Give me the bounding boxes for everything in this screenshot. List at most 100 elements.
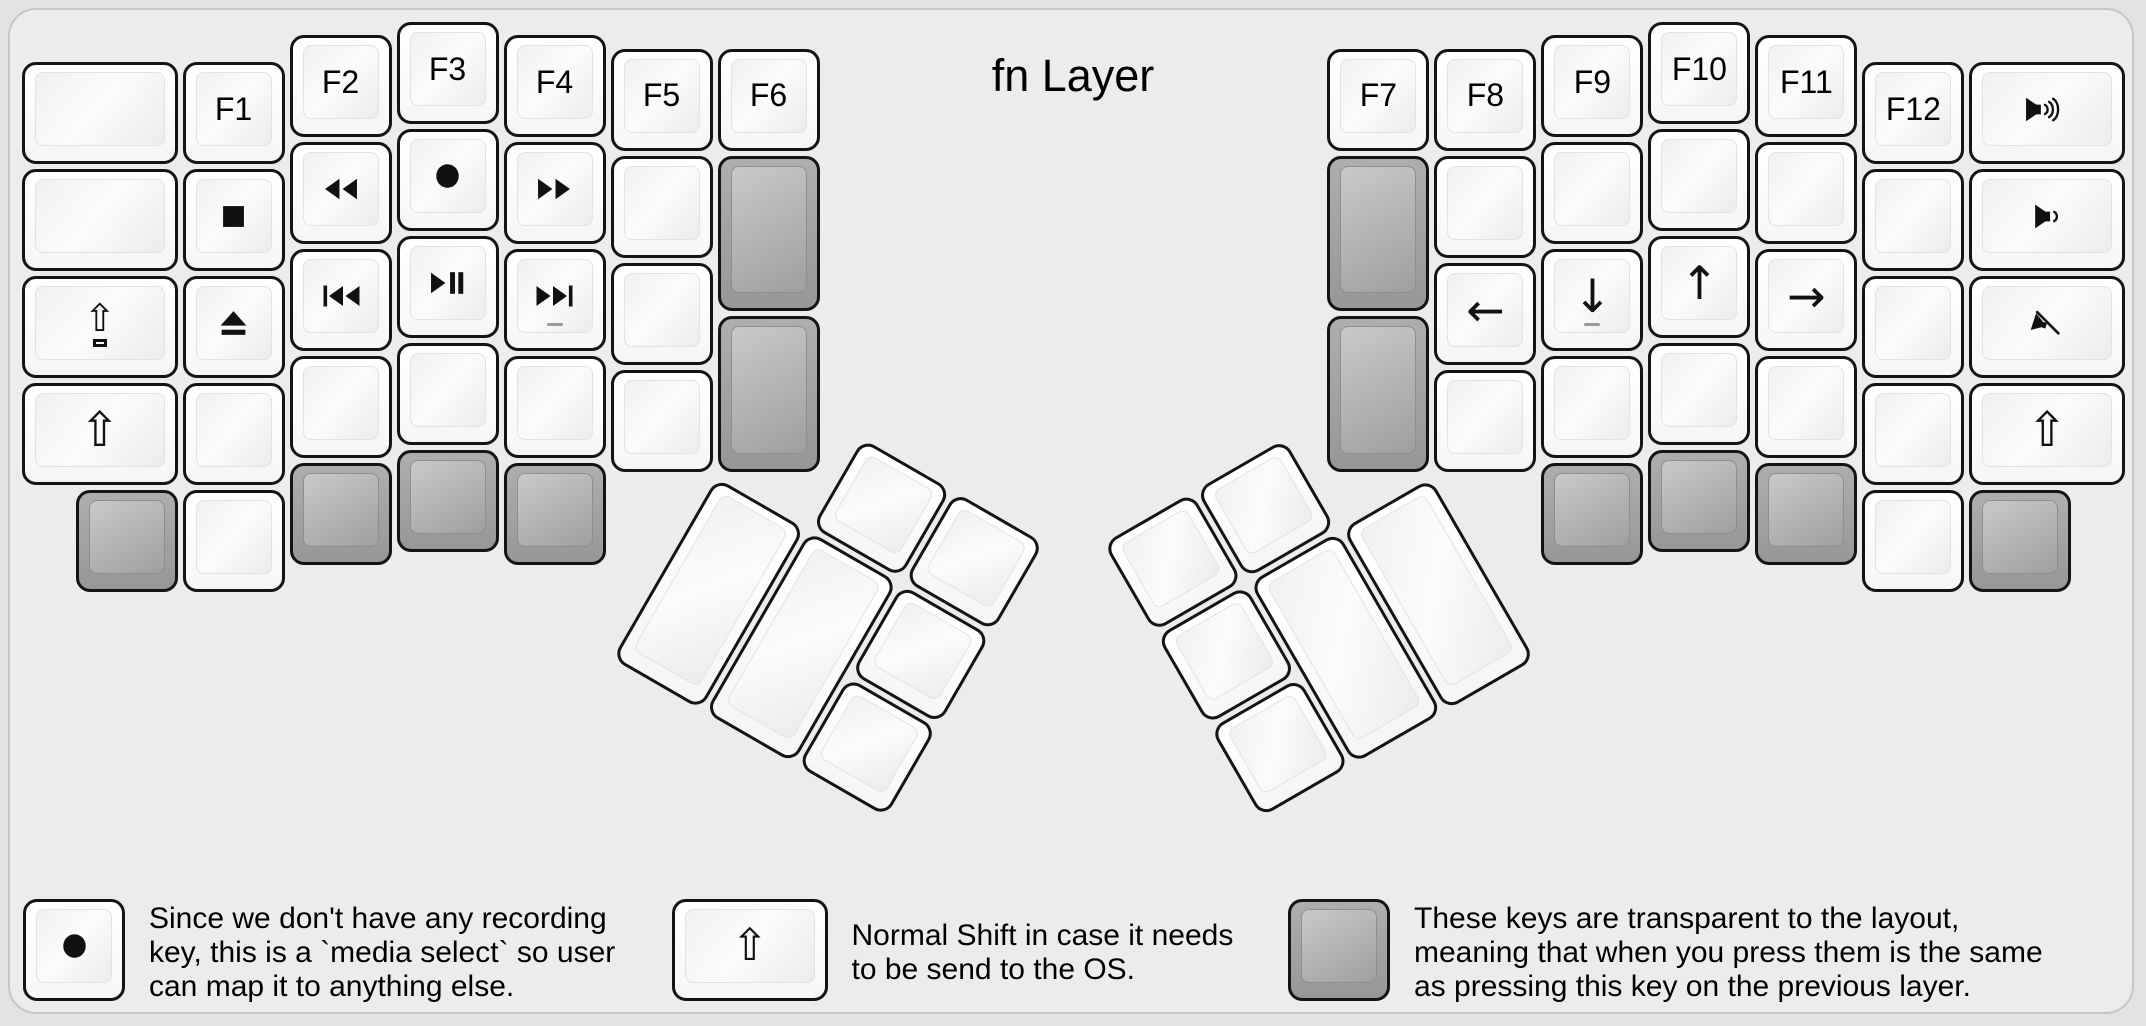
key-f10[interactable]: F10 xyxy=(1648,22,1751,124)
keycap-face: F9 xyxy=(1554,45,1631,120)
key-f4[interactable]: F4 xyxy=(503,35,606,138)
key-capslock[interactable]: ⇧ xyxy=(22,276,178,379)
key-transparent[interactable] xyxy=(1648,450,1751,552)
keycap-face: F12 xyxy=(1875,72,1952,147)
key-arrow-right[interactable]: → xyxy=(1755,249,1858,352)
key-mute[interactable] xyxy=(1969,276,2125,379)
key-blank[interactable] xyxy=(503,356,606,459)
key-arrow-down-glyph: ↓ xyxy=(1573,269,1612,324)
key-blank[interactable] xyxy=(1755,356,1858,459)
key-transparent[interactable] xyxy=(717,316,820,472)
key-f2[interactable]: F2 xyxy=(289,35,392,138)
key-blank[interactable] xyxy=(182,490,285,593)
key-volume-down[interactable] xyxy=(1969,169,2125,272)
key-fast-forward[interactable] xyxy=(503,142,606,245)
key-arrow-up[interactable]: ↑ xyxy=(1648,236,1751,338)
key-blank[interactable] xyxy=(289,356,392,459)
key-f8[interactable]: F8 xyxy=(1434,48,1537,151)
key-transparent[interactable] xyxy=(1327,155,1430,312)
keycap-face xyxy=(1340,165,1417,294)
key-shift-left-glyph: ⇧ xyxy=(79,402,120,459)
keycap-face xyxy=(195,286,272,361)
keycap-face xyxy=(88,500,165,575)
key-f12[interactable]: F12 xyxy=(1862,62,1965,165)
key-f1[interactable]: F1 xyxy=(182,62,285,165)
key-shift-left[interactable]: ⇧ xyxy=(22,383,178,486)
key-play-pause[interactable] xyxy=(396,236,499,338)
key-record[interactable] xyxy=(396,129,499,231)
key-next-track[interactable] xyxy=(503,249,606,352)
key-transparent[interactable] xyxy=(396,450,499,552)
key-blank[interactable] xyxy=(1434,155,1537,258)
keycap-face xyxy=(195,393,272,468)
key-f3[interactable]: F3 xyxy=(396,22,499,124)
key-f11[interactable]: F11 xyxy=(1755,35,1858,138)
keycap-face xyxy=(1982,179,2112,254)
key-blank[interactable] xyxy=(610,369,713,472)
key-shift-right-glyph: ⇧ xyxy=(2027,402,2068,459)
note-key-slot xyxy=(1288,899,1395,1006)
key-blank[interactable] xyxy=(1541,142,1644,245)
key-f5[interactable]: F5 xyxy=(610,48,713,151)
key-blank[interactable] xyxy=(1862,276,1965,379)
key-arrow-left-glyph: ← xyxy=(1466,282,1505,337)
key-volume-up[interactable] xyxy=(1969,62,2125,165)
key-transparent[interactable] xyxy=(289,463,392,566)
key-rewind[interactable] xyxy=(289,142,392,245)
keycap-face: ↓ xyxy=(1554,259,1631,334)
next-track-icon xyxy=(536,283,574,309)
key-blank[interactable] xyxy=(396,343,499,445)
keycap-face: F5 xyxy=(623,58,700,133)
key-blank[interactable] xyxy=(1862,490,1965,593)
stop-icon xyxy=(221,204,246,229)
key-label: F11 xyxy=(1780,63,1833,100)
record-icon xyxy=(61,932,88,960)
key-transparent[interactable] xyxy=(1541,463,1644,566)
key-arrow-down[interactable]: ↓ xyxy=(1541,249,1644,352)
key-arrow-right-glyph: → xyxy=(1787,269,1826,324)
note-transparent-keys: These keys are transparent to the layout… xyxy=(1288,899,2043,1006)
key-blank[interactable] xyxy=(1648,343,1751,445)
key-transparent[interactable] xyxy=(1327,316,1430,472)
key-f6[interactable]: F6 xyxy=(717,48,820,151)
key-blank[interactable] xyxy=(610,155,713,258)
key-transparent[interactable] xyxy=(1969,490,2072,593)
key-blank[interactable] xyxy=(1434,369,1537,472)
keycap-face xyxy=(623,272,700,347)
key-transparent[interactable] xyxy=(1755,463,1858,566)
key-prev-track[interactable] xyxy=(289,249,392,352)
key-blank[interactable] xyxy=(22,62,178,165)
note-key-slot xyxy=(23,899,130,1006)
keycap-face xyxy=(516,473,593,548)
key-blank[interactable] xyxy=(1541,356,1644,459)
key-transparent[interactable] xyxy=(503,463,606,566)
key-shift-right[interactable]: ⇧ xyxy=(1969,383,2125,486)
key-blank[interactable] xyxy=(610,262,713,365)
keycap-face xyxy=(1982,72,2112,147)
keycap-face xyxy=(516,259,593,334)
homing-bar xyxy=(546,322,563,327)
keycap-face: ⇧ xyxy=(1982,393,2112,468)
key-blank[interactable] xyxy=(1862,169,1965,272)
keycap-face: F11 xyxy=(1768,45,1845,120)
key-eject[interactable] xyxy=(182,276,285,379)
key-blank[interactable] xyxy=(1862,383,1965,486)
note-key-shift-glyph: ⇧ xyxy=(731,920,769,971)
key-arrow-left[interactable]: ← xyxy=(1434,262,1537,365)
key-f9[interactable]: F9 xyxy=(1541,35,1644,138)
key-blank[interactable] xyxy=(1755,142,1858,245)
key-blank[interactable] xyxy=(1648,129,1751,231)
note-text: Normal Shift in case it needs to be send… xyxy=(851,918,1234,986)
keycap-face xyxy=(409,139,486,213)
keycap-face: F10 xyxy=(1661,32,1738,106)
record-icon xyxy=(434,162,461,190)
key-stop[interactable] xyxy=(182,169,285,272)
layer-title: fn Layer xyxy=(991,50,1155,101)
key-f7[interactable]: F7 xyxy=(1327,48,1430,151)
key-blank[interactable] xyxy=(22,169,178,272)
key-transparent[interactable] xyxy=(75,490,178,593)
key-transparent[interactable] xyxy=(717,155,820,312)
keycap-face: F7 xyxy=(1340,58,1417,133)
key-blank[interactable] xyxy=(182,383,285,486)
keycap-face: F2 xyxy=(302,45,379,120)
